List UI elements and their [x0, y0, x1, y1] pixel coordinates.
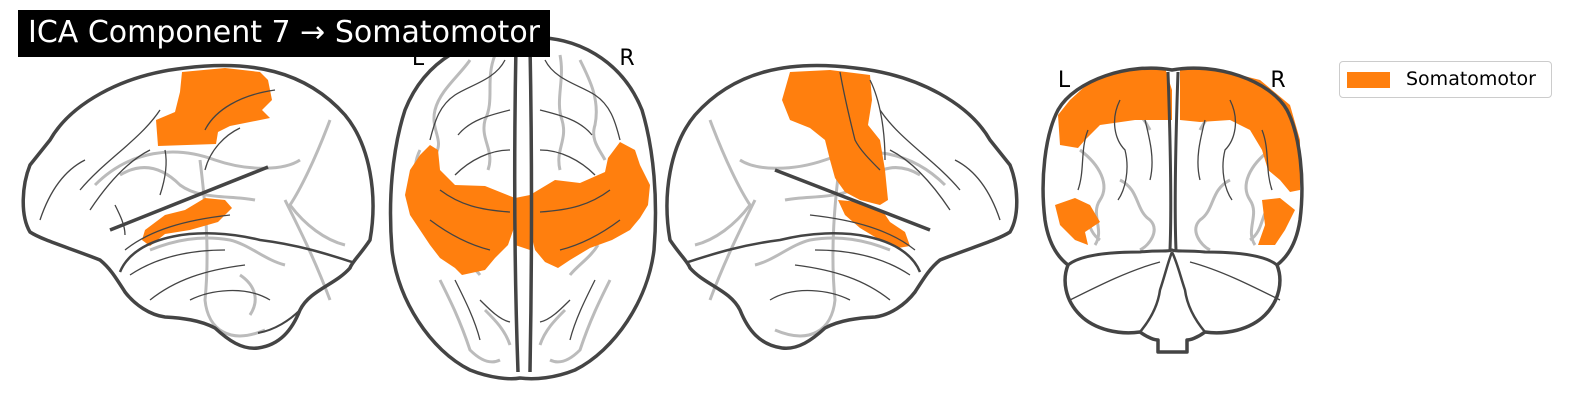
- legend: Somatomotor: [1339, 61, 1552, 98]
- coronal-activation: [1055, 68, 1300, 245]
- coronal-left-label: L: [1058, 68, 1071, 93]
- coronal-lines: [1069, 99, 1281, 301]
- sagittal-right-outline: [665, 63, 1019, 350]
- axial-right-label: R: [619, 46, 634, 71]
- sagittal-right-sulci: [694, 119, 947, 338]
- sagittal-right-view: [665, 63, 1019, 350]
- axial-lines: [429, 59, 621, 341]
- axial-midline: [512, 44, 534, 373]
- sagittal-left-sulci: [93, 119, 346, 338]
- sagittal-left-view: [21, 63, 375, 350]
- axial-outline: [388, 36, 658, 381]
- axial-activation: [405, 142, 650, 275]
- sagittal-left-outline: [21, 63, 375, 350]
- coronal-outline: [1041, 66, 1304, 354]
- sagittal-right-lines: [769, 71, 1001, 301]
- sagittal-left-lines: [39, 89, 276, 301]
- coronal-right-label: R: [1270, 68, 1285, 93]
- legend-label: Somatomotor: [1406, 68, 1536, 90]
- coronal-view: L R: [1041, 66, 1304, 354]
- legend-swatch: [1347, 72, 1390, 88]
- axial-view: L R: [388, 36, 658, 381]
- coronal-midline: [1166, 71, 1180, 251]
- figure-title: ICA Component 7 → Somatomotor: [18, 10, 551, 57]
